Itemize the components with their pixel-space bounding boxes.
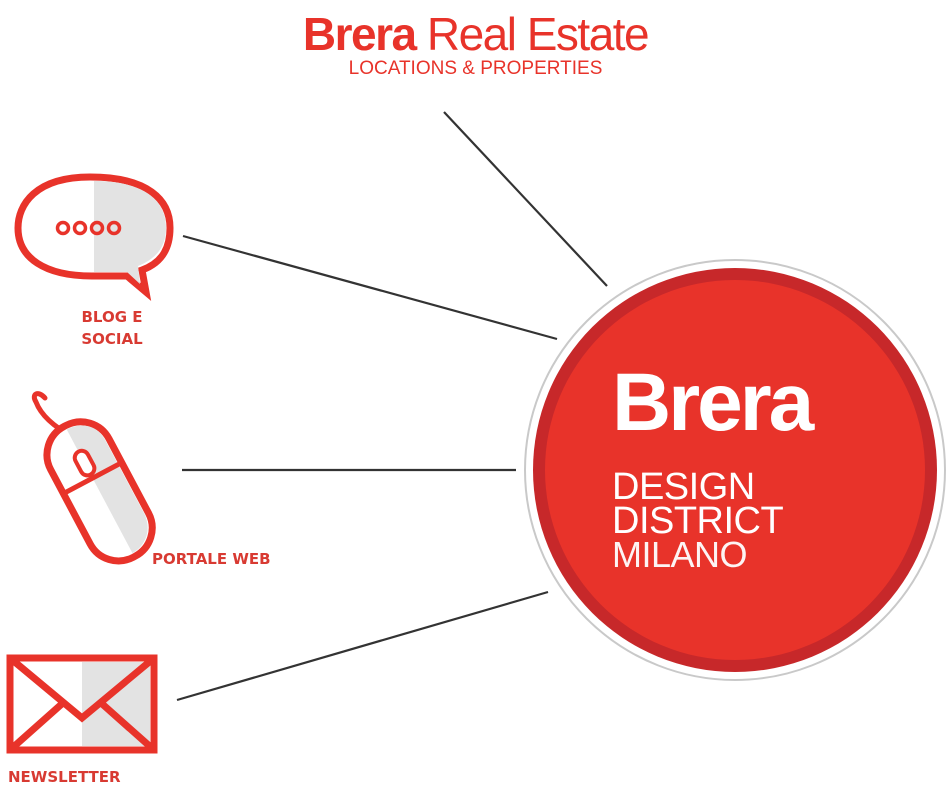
connector-header: [443, 111, 608, 287]
brand-bold: Brera: [302, 8, 417, 60]
connector-blog: [182, 234, 558, 341]
speech-bubble-icon: [14, 173, 174, 301]
hub-line-district: DISTRICT: [612, 500, 784, 542]
portale-web-label: PORTALE WEB: [152, 550, 271, 568]
brand-tagline: LOCATIONS & PROPERTIES: [348, 58, 603, 79]
hub-line-milano: MILANO: [612, 534, 748, 575]
header-logo: Brera Real Estate LOCATIONS & PROPERTIES: [0, 8, 951, 80]
hub-text: Brera DESIGN DISTRICT MILANO: [612, 356, 814, 575]
connector-newsletter: [176, 590, 549, 702]
hub-circle: [524, 259, 946, 681]
brand-light: Real Estate: [426, 8, 650, 60]
mouse-icon: [31, 391, 156, 565]
blog-label-line1: BLOG E: [81, 308, 143, 326]
hub-title: Brera: [612, 357, 814, 448]
newsletter-label: NEWSLETTER: [8, 768, 121, 786]
brand-name: Brera Real Estate: [0, 8, 951, 60]
blog-social-label: BLOG E SOCIAL: [62, 306, 162, 350]
hub-line-design: DESIGN: [612, 466, 755, 508]
envelope-icon: [6, 654, 158, 754]
blog-label-line2: SOCIAL: [81, 330, 143, 348]
